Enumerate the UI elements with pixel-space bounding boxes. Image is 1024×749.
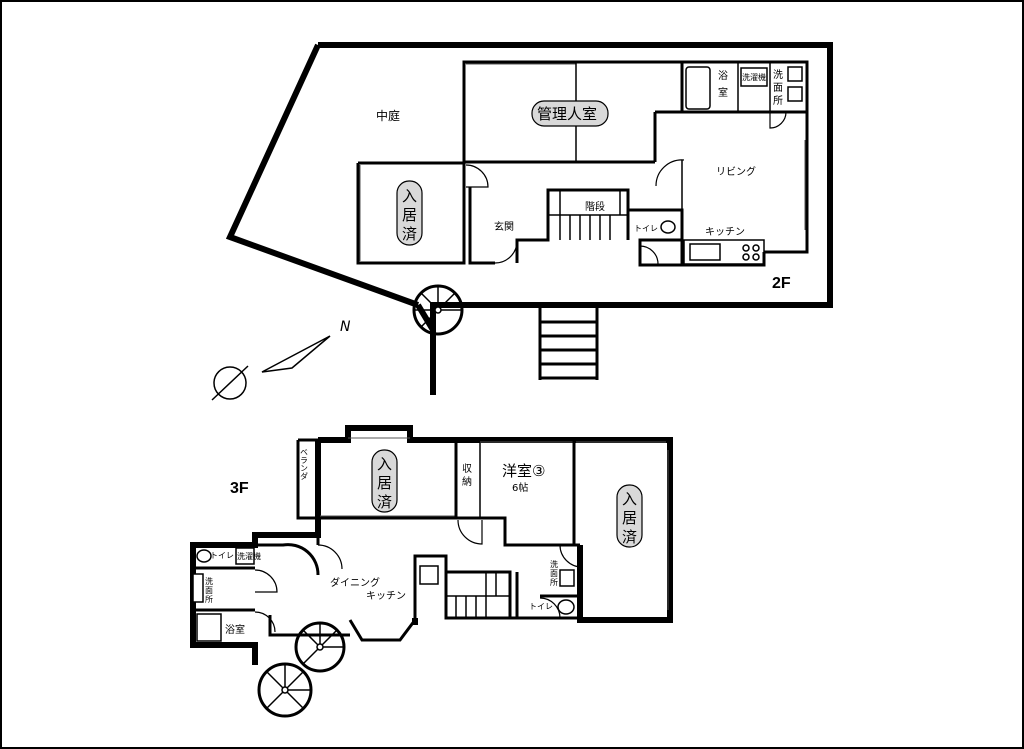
2f-washer-box — [740, 67, 768, 87]
3f-occupied-badge-b — [616, 484, 643, 548]
3f-spiral-stair-1 — [294, 621, 346, 673]
3f-occupied-a-3: 済 — [377, 493, 392, 511]
3f-washroom-left-1: 洗 — [205, 576, 213, 586]
3f-floor-label: 3F — [230, 480, 249, 497]
2f-bath-label-2: 室 — [718, 86, 728, 99]
2f-entrance-label: 玄関 — [494, 220, 514, 233]
2f-spiral-stair — [412, 284, 464, 336]
2f-manager-room-label: 管理人室 — [537, 105, 597, 123]
2f-washer-label: 洗濯機 — [742, 72, 766, 82]
3f-washroom-right-3: 所 — [550, 577, 558, 587]
3f-occupied-a-2: 居 — [377, 474, 392, 492]
3f-dining-label: ダイニング — [330, 576, 380, 589]
3f-kitchen-label: キッチン — [366, 590, 406, 602]
2f-occupied-badge — [396, 180, 423, 246]
2f-exterior-stairs — [538, 307, 599, 380]
3f-toilet-left-label: トイレ — [210, 551, 234, 560]
3f-occupied-badge-a — [371, 449, 398, 513]
3f-occupied-b-3: 済 — [622, 528, 637, 546]
2f-stairs-label: 階段 — [585, 200, 605, 213]
2f-bathtub — [685, 66, 711, 110]
3f-washer-label: 洗濯機 — [237, 551, 261, 561]
floor-2f: N 中庭 管理人室 浴 室 洗濯機 洗 面 所 リビング 入 居 済 階段 玄関… — [211, 42, 833, 401]
3f-western-room-label: 洋室③ — [502, 462, 545, 480]
2f-living-label: リビング — [716, 165, 756, 178]
floor-3f: 3F ベランダ 入 居 済 収 納 洋室③ 6帖 入 居 済 トイレ 洗濯機 洗… — [190, 425, 673, 718]
3f-western-room-size: 6帖 — [512, 481, 528, 494]
2f-occupied-label-3: 済 — [402, 225, 417, 243]
3f-storage-label-2: 納 — [462, 475, 472, 488]
3f-veranda-label: ベランダ — [300, 448, 309, 480]
2f-floor-label: 2F — [772, 275, 791, 292]
compass-north-label: N — [340, 319, 351, 335]
2f-occupied-label-1: 入 — [402, 187, 417, 205]
2f-toilet-label: トイレ — [634, 224, 658, 233]
2f-washroom-label-2: 面 — [773, 83, 783, 94]
3f-washroom-right-2: 面 — [550, 569, 558, 578]
3f-bath-label: 浴室 — [225, 623, 245, 636]
3f-toilet-right-label: トイレ — [529, 602, 553, 611]
3f-washroom-right-1: 洗 — [550, 559, 558, 569]
3f-occupied-a-1: 入 — [377, 455, 392, 473]
2f-bath-label-1: 浴 — [718, 70, 728, 82]
2f-kitchen-label: キッチン — [705, 226, 745, 238]
2f-manager-badge — [531, 100, 609, 127]
2f-occupied-label-2: 居 — [402, 206, 417, 224]
2f-washroom-label-3: 所 — [773, 95, 783, 107]
3f-occupied-b-2: 居 — [622, 509, 637, 527]
3f-bathtub — [196, 613, 222, 642]
2f-occupied-room-wall — [356, 161, 466, 265]
3f-washroom-left-2: 面 — [205, 586, 213, 595]
2f-washroom-label-1: 洗 — [773, 69, 783, 81]
3f-spiral-stair-2 — [257, 662, 313, 718]
2f-courtyard-label: 中庭 — [376, 108, 400, 123]
2f-staircase — [548, 190, 628, 240]
3f-storage-label-1: 収 — [462, 463, 472, 475]
3f-occupied-b-1: 入 — [622, 490, 637, 508]
3f-washroom-left-3: 所 — [205, 594, 213, 604]
compass — [211, 335, 331, 401]
3f-staircase — [444, 570, 512, 620]
